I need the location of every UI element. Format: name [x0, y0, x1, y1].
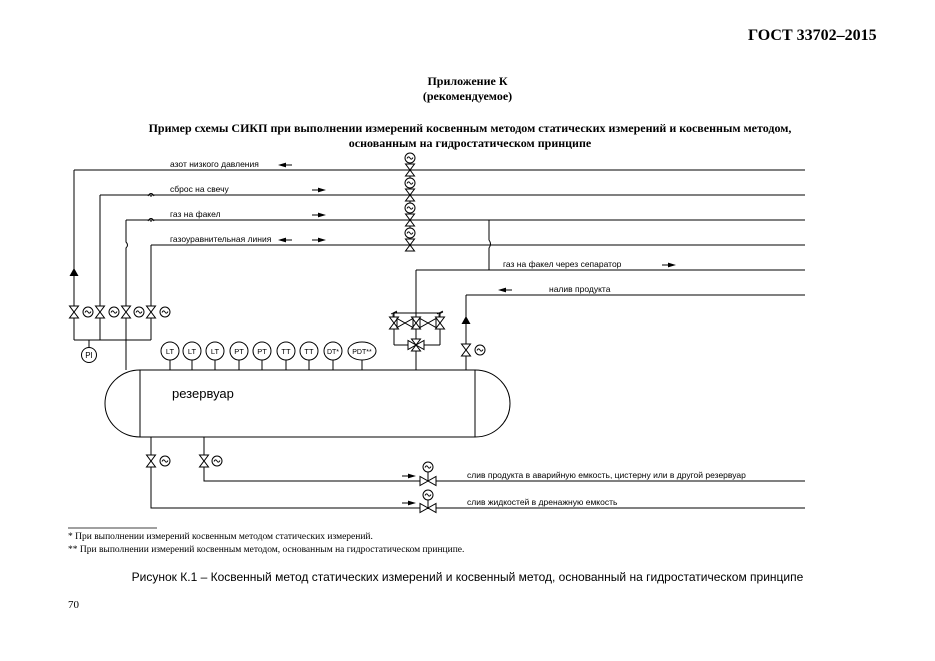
- label-nitrogen: азот низкого давления: [170, 159, 259, 169]
- footnote-1: * При выполнении измерений косвенным мет…: [68, 532, 373, 542]
- footnote-2: ** При выполнении измерений косвенным ме…: [68, 545, 465, 555]
- instrument-bubbles: LT LT LT PT PT TT TT DT* PDT**: [160, 341, 377, 361]
- instrument-1: LT: [160, 341, 180, 361]
- flare-separator-branch: [488, 220, 491, 270]
- svg-text:LT: LT: [188, 347, 197, 356]
- label-equalizing: газоуравнительная линия: [170, 234, 272, 244]
- svg-text:PT: PT: [257, 347, 267, 356]
- tank-vessel: [104, 369, 511, 438]
- document-code: ГОСТ 33702–2015: [748, 27, 877, 44]
- instrument-2: LT: [182, 341, 202, 361]
- separator-manifold: [393, 270, 441, 346]
- instrument-9: PDT**: [347, 341, 377, 361]
- svg-text:PDT**: PDT**: [352, 349, 372, 356]
- instrument-4: PT: [229, 341, 249, 361]
- svg-text:LT: LT: [211, 347, 220, 356]
- page-number: 70: [68, 599, 79, 611]
- label-flare: газ на факел: [170, 209, 221, 219]
- figure-title-line1: Пример схемы СИКП при выполнении измерен…: [148, 121, 792, 135]
- instrument-3: LT: [205, 341, 225, 361]
- bottom-valves: [146, 454, 437, 513]
- pressure-gauge: [81, 347, 97, 363]
- pressure-gauge-label: PI: [85, 351, 93, 360]
- instrument-8: DT*: [323, 341, 343, 361]
- svg-text:TT: TT: [281, 347, 291, 356]
- instrument-7: TT: [299, 341, 319, 361]
- svg-text:LT: LT: [166, 347, 175, 356]
- svg-text:PT: PT: [234, 347, 244, 356]
- figure-caption: Рисунок К.1 – Косвенный метод статически…: [131, 570, 804, 584]
- tank-label: резервуар: [172, 386, 234, 401]
- instrument-5: PT: [252, 341, 272, 361]
- svg-text:TT: TT: [304, 347, 314, 356]
- drain-emergency-line: [203, 437, 805, 482]
- label-drain-emergency: слив продукта в аварийную емкость, цисте…: [467, 470, 746, 480]
- figure-title: Пример схемы СИКП при выполнении измерен…: [100, 121, 840, 151]
- instrument-6: TT: [276, 341, 296, 361]
- appendix-subtitle: (рекомендуемое): [422, 89, 513, 103]
- label-loading: налив продукта: [549, 284, 611, 294]
- left-pipe-3: [125, 220, 128, 340]
- left-valve-group: [69, 268, 171, 319]
- svg-text:DT*: DT*: [327, 349, 339, 356]
- figure-title-line2: основанным на гидростатическом принципе: [348, 136, 592, 150]
- label-drain-liquids: слив жидкостей в дренажную емкость: [467, 497, 618, 507]
- loading-valves: [461, 316, 486, 357]
- label-flare-separator: газ на факел через сепаратор: [503, 259, 622, 269]
- appendix-title: Приложение К: [427, 74, 508, 88]
- label-vent: сброс на свечу: [170, 184, 230, 194]
